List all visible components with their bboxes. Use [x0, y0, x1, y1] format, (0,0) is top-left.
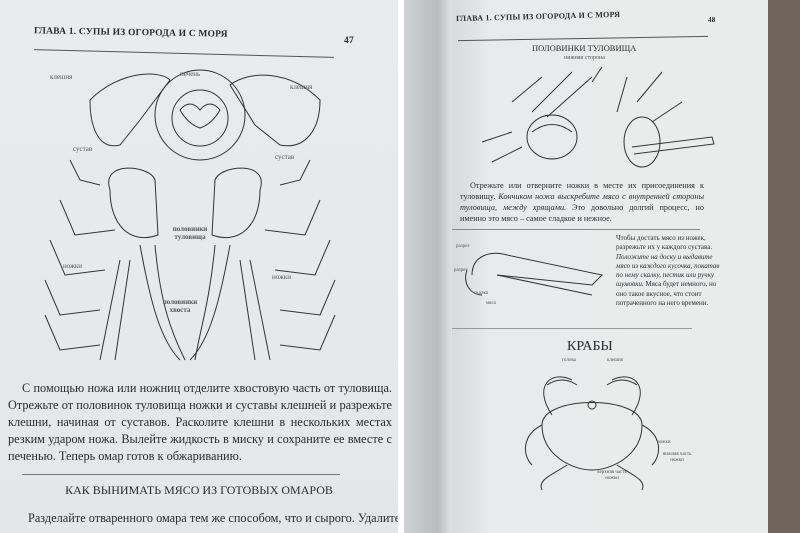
lobster-diagram: [44, 69, 336, 361]
label-cut-1: разрез: [456, 244, 470, 249]
label-rolling-pin: скалка: [474, 291, 488, 296]
label-head: голова: [562, 358, 576, 363]
label-lower-leg: нижняя часть ножки: [662, 452, 692, 463]
divider-rule: [452, 229, 700, 230]
header-rule: [34, 49, 334, 58]
label-liver: печень: [180, 70, 201, 78]
header-rule: [458, 35, 708, 42]
side-instructions: Чтобы достать мясо из ножек, разрежьте и…: [616, 234, 720, 308]
label-meat: мясо: [486, 301, 497, 306]
label-claw-right: клешня: [290, 83, 313, 91]
running-header: ГЛАВА 1. СУПЫ ИЗ ОГОРОДА И С МОРЯ: [455, 9, 621, 24]
body-paragraph: С помощью ножа или ножниц отделите хвост…: [8, 381, 392, 463]
label-joint-left: сустав: [73, 145, 93, 153]
page-body: ГЛАВА 1. СУПЫ ИЗ ОГОРОДА И С МОРЯ 48 ПОЛ…: [452, 0, 768, 533]
body-halves-drawing: [481, 66, 715, 168]
running-header: ГЛАВА 1. СУПЫ ИЗ ОГОРОДА И С МОРЯ: [33, 26, 228, 40]
body-paragraph-2: Разделайте отваренного омара тем же спос…: [28, 511, 398, 525]
label-upper-leg: верхняя часть ножки: [597, 470, 627, 481]
label-tail-halves: половинки хвоста: [162, 298, 198, 315]
page-number: 47: [344, 36, 354, 46]
figure-title: ПОЛОВИНКИ ТУЛОВИЩА: [532, 43, 637, 53]
figure-subtitle: нижняя сторона: [564, 55, 605, 61]
section-heading: КАК ВЫНИМАТЬ МЯСО ИЗ ГОТОВЫХ ОМАРОВ: [65, 483, 333, 497]
leg-rolling-drawing: [465, 252, 604, 296]
label-legs-left: ножки: [63, 262, 83, 270]
page-stack-edge: [404, 0, 452, 533]
crab-title: КРАБЫ: [567, 339, 613, 354]
label-claw-left: клешня: [50, 73, 73, 81]
divider-rule-2: [452, 328, 692, 329]
right-page: ГЛАВА 1. СУПЫ ИЗ ОГОРОДА И С МОРЯ 48 ПОЛ…: [404, 0, 800, 533]
label-joint-right: сустав: [275, 153, 295, 161]
section-rule: [22, 474, 340, 475]
crab-drawing: [524, 376, 660, 491]
page-number: 48: [708, 16, 716, 24]
label-body-halves: половинки туловища: [172, 225, 208, 242]
left-page: ГЛАВА 1. СУПЫ ИЗ ОГОРОДА И С МОРЯ 47 кле…: [0, 0, 398, 533]
label-cut-2: разрез: [454, 268, 468, 273]
instruction-paragraph: Отрежьте или отверните ножки в месте их …: [460, 181, 704, 223]
label-legs: ножки: [657, 440, 671, 445]
label-claw: клешня: [607, 358, 623, 363]
label-legs-right: ножки: [272, 273, 292, 281]
